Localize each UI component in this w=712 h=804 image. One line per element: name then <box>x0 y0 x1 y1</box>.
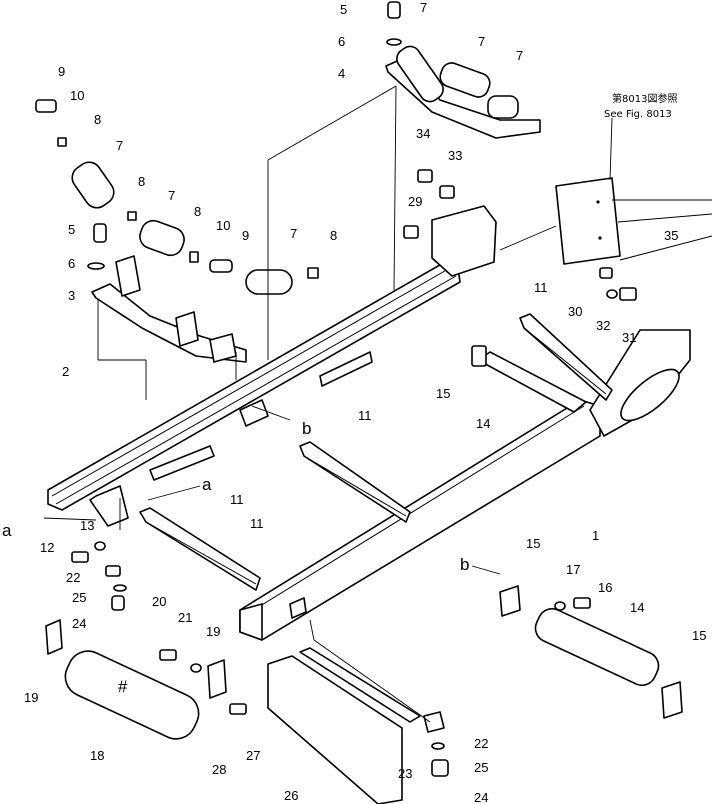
callout-8-a: 8 <box>94 112 101 127</box>
callout-20: 20 <box>152 594 166 609</box>
lower-parts <box>45 541 683 804</box>
callout-5-top: 5 <box>340 2 347 17</box>
callout-1: 1 <box>592 528 599 543</box>
roller-bracket-lower <box>87 223 247 363</box>
callout-5-left: 5 <box>68 222 75 237</box>
callout-9-left: 9 <box>58 64 65 79</box>
callout-27: 27 <box>246 748 260 763</box>
callout-24: 24 <box>474 790 488 804</box>
callout-25: 25 <box>474 760 488 775</box>
callout-15-mid: 15 <box>526 536 540 551</box>
callout-21: 21 <box>178 610 192 625</box>
callout-23: 23 <box>398 766 412 781</box>
callout-7-f: 7 <box>290 226 297 241</box>
view-label-b: b <box>302 419 311 438</box>
callout-15-right: 15 <box>692 628 706 643</box>
callout-8-c: 8 <box>194 204 201 219</box>
callout-9: 9 <box>242 228 249 243</box>
callout-33: 33 <box>448 148 462 163</box>
callout-14-upper: 14 <box>476 416 490 431</box>
callout-32: 32 <box>596 318 610 333</box>
callout-34: 34 <box>416 126 430 141</box>
support-plate-right <box>403 169 712 301</box>
view-label-a-left: a <box>2 521 12 540</box>
callout-11-b: 11 <box>358 408 372 423</box>
callout-14-lower: 14 <box>630 600 644 615</box>
callout-7-b: 7 <box>478 34 485 49</box>
callout-12: 12 <box>40 540 54 555</box>
callout-3: 3 <box>68 288 75 303</box>
view-label-a: a <box>202 475 212 494</box>
callout-4: 4 <box>338 66 345 81</box>
callout-35: 35 <box>664 228 678 243</box>
roller-bracket-upper <box>385 1 541 139</box>
callout-15-upper: 15 <box>436 386 450 401</box>
roller-mark: # <box>118 677 128 696</box>
callout-6-left: 6 <box>68 256 75 271</box>
callout-31: 31 <box>622 330 636 345</box>
callout-11-a: 11 <box>534 280 548 295</box>
callout-10: 10 <box>216 218 230 233</box>
callout-7-c: 7 <box>516 48 523 63</box>
callout-17: 17 <box>566 562 580 577</box>
callout-24-left: 24 <box>72 616 86 631</box>
callout-8-b: 8 <box>138 174 145 189</box>
callout-13: 13 <box>80 518 94 533</box>
view-label-b-lower: b <box>460 555 469 574</box>
callout-22: 22 <box>474 736 488 751</box>
callout-29: 29 <box>408 194 422 209</box>
leader-lines <box>43 85 613 723</box>
figure-reference-jp: 第8013図参照 <box>612 92 677 105</box>
callout-19-left: 19 <box>24 690 38 705</box>
rollers-small <box>35 99 319 295</box>
callout-30: 30 <box>568 304 582 319</box>
callout-16: 16 <box>598 580 612 595</box>
callout-8-d: 8 <box>330 228 337 243</box>
callout-26: 26 <box>284 788 298 803</box>
callout-2: 2 <box>62 364 69 379</box>
main-frame <box>139 313 691 641</box>
callout-7-e: 7 <box>168 188 175 203</box>
callout-22-left: 22 <box>66 570 80 585</box>
callout-11-d: 11 <box>250 516 264 531</box>
callout-25-left: 25 <box>72 590 86 605</box>
callout-6-top: 6 <box>338 34 345 49</box>
figure-reference-en: See Fig. 8013 <box>604 109 672 120</box>
callout-7-a: 7 <box>420 0 427 15</box>
callout-18: 18 <box>90 748 104 763</box>
callout-10-left: 10 <box>70 88 84 103</box>
callout-11-c: 11 <box>230 492 244 507</box>
callout-7-d: 7 <box>116 138 123 153</box>
callout-19: 19 <box>206 624 220 639</box>
callout-28: 28 <box>212 762 226 777</box>
